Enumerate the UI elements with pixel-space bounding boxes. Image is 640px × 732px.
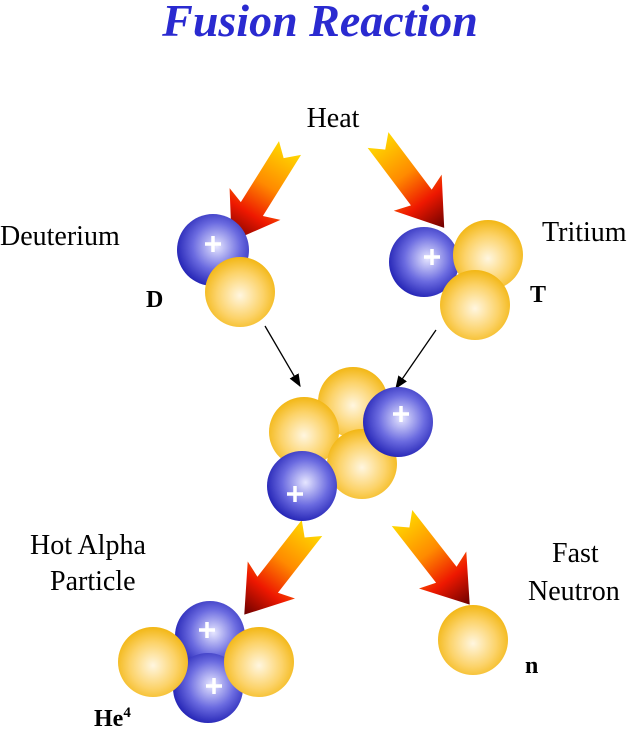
- neutron: [118, 627, 188, 697]
- heat-label: Heat: [307, 103, 360, 134]
- heat-arrow-right: [354, 121, 469, 246]
- alpha-label-line1: Hot Alpha: [30, 530, 146, 561]
- neutron: [440, 270, 510, 340]
- free-neutron: [438, 605, 508, 675]
- d-symbol: D: [146, 287, 163, 313]
- he-text: He: [94, 706, 124, 732]
- neutron-label-line2: Neutron: [528, 576, 620, 607]
- tritium-to-center-arrow: [395, 329, 437, 390]
- neutron: [205, 257, 275, 327]
- t-symbol: T: [530, 282, 546, 308]
- neutron-arrow: [378, 499, 494, 624]
- neutron: [269, 397, 339, 467]
- alpha-label-line2: Particle: [50, 566, 136, 597]
- proton: [363, 387, 433, 457]
- deuterium-nucleus: [177, 214, 275, 327]
- deuterium-to-center-arrow: [264, 325, 301, 388]
- he-mass-number: 4: [123, 705, 131, 721]
- proton: [389, 227, 459, 297]
- neutron: [224, 627, 294, 697]
- proton: [267, 451, 337, 521]
- tritium-nucleus: [389, 220, 523, 340]
- neutron-label-line1: Fast: [552, 538, 599, 569]
- he4-symbol: He4: [94, 705, 131, 732]
- helium4-nucleus: [118, 601, 294, 723]
- deuterium-label: Deuterium: [0, 221, 120, 252]
- tritium-label: Tritium: [542, 217, 627, 248]
- compound-nucleus: [267, 367, 433, 521]
- alpha-arrow: [220, 509, 336, 634]
- title: Fusion Reaction: [161, 0, 478, 46]
- n-symbol: n: [525, 653, 538, 679]
